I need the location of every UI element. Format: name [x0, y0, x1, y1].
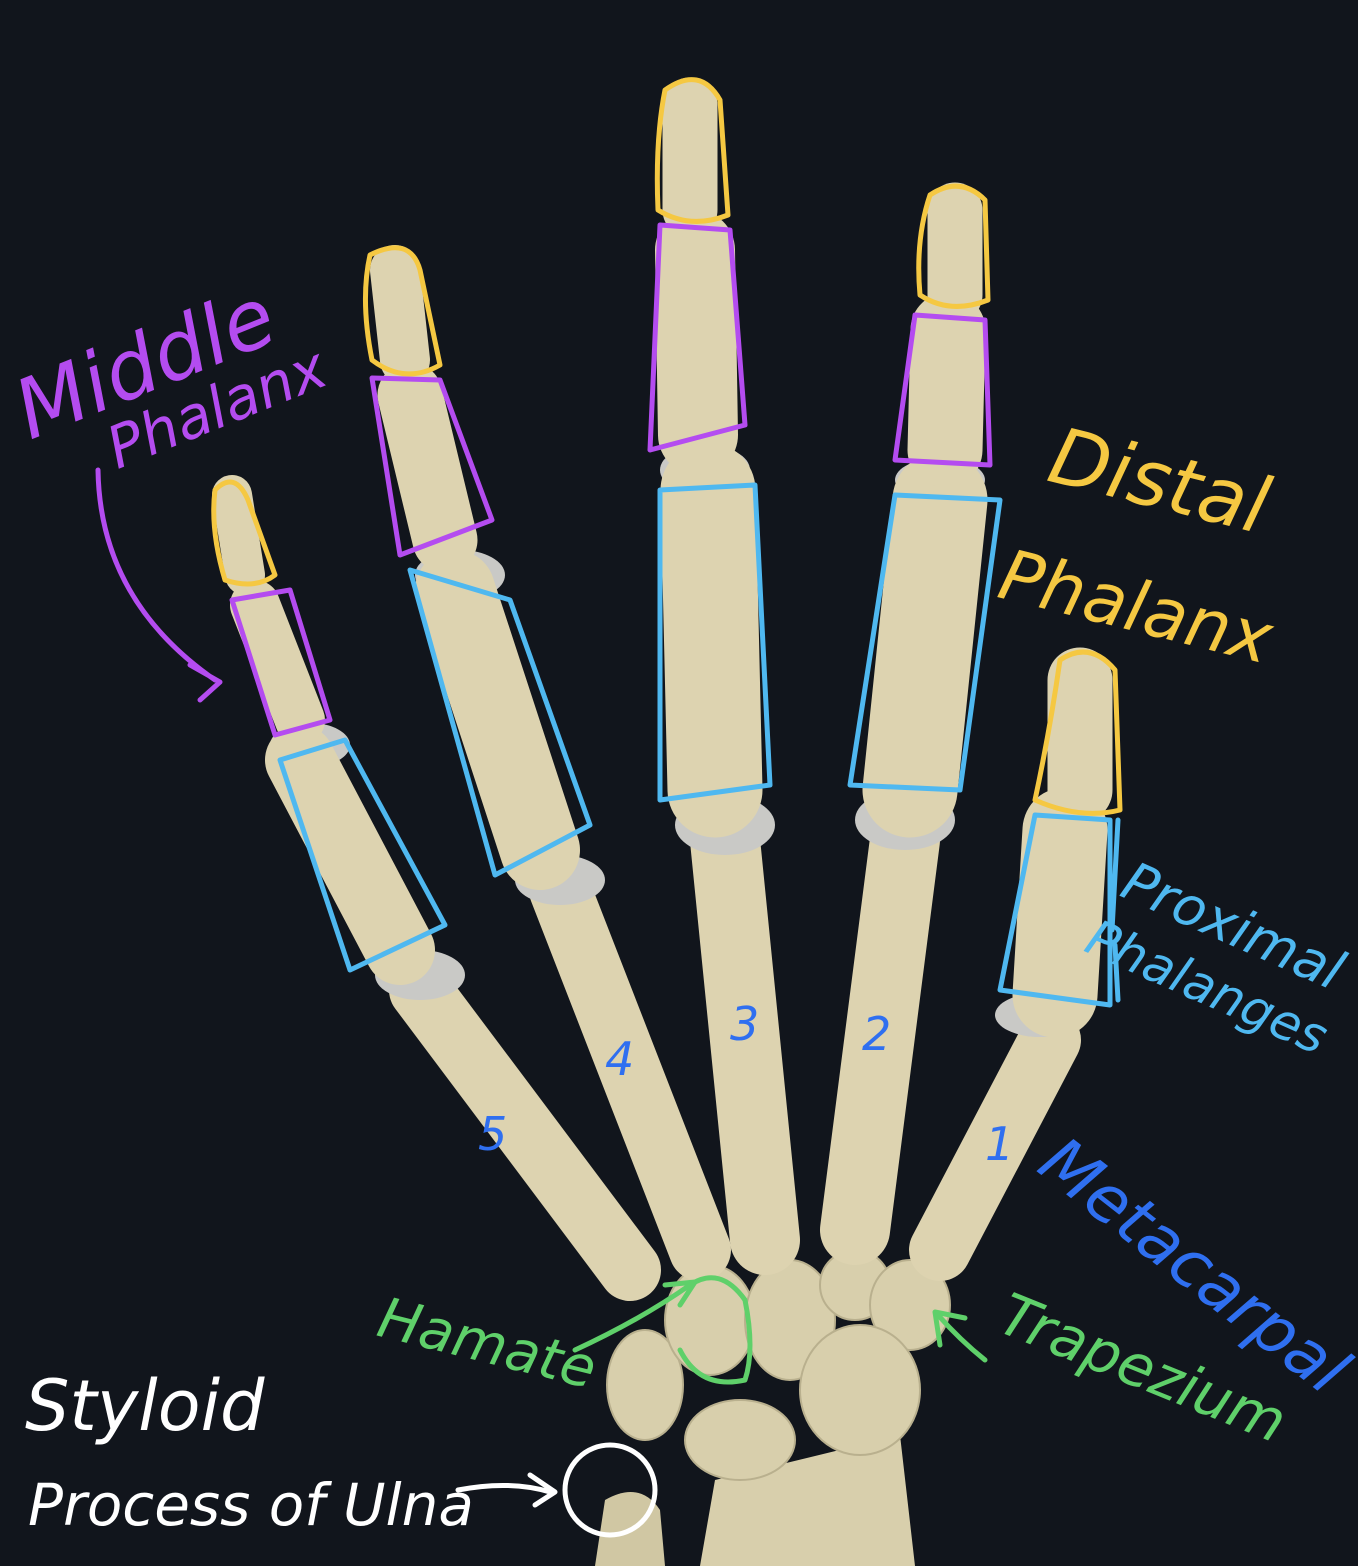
metacarpal-3	[690, 805, 800, 1275]
middle-phalanx-outlines	[229, 222, 993, 738]
proximal-phalanx-4	[415, 550, 580, 890]
label-styloid: Styloid Process of Ulna	[25, 1365, 474, 1539]
metacarpal-number-3: 3	[730, 997, 759, 1051]
proximal-phalanx-1	[1012, 787, 1108, 1038]
metacarpal-2	[820, 805, 940, 1265]
label-middle-phalanx: Middle Phalanx	[2, 269, 337, 482]
middle-phalanx-4	[377, 362, 478, 573]
metacarpal-1	[909, 1009, 1081, 1281]
middle-phalanx-arrow	[95, 467, 223, 703]
metacarpal-number-1: 1	[985, 1117, 1014, 1171]
phalanges	[212, 77, 1113, 1038]
scaphoid	[799, 1324, 921, 1456]
styloid-circle	[562, 1442, 658, 1538]
radius	[700, 1435, 915, 1566]
trapezium	[869, 1259, 951, 1351]
svg-text:Distal: Distal	[1040, 411, 1278, 552]
proximal-phalanx-3	[660, 442, 763, 838]
middle-phalanx-2	[907, 292, 986, 488]
lunate	[684, 1399, 796, 1481]
metacarpal-number-5: 5	[478, 1107, 507, 1161]
label-hamate: Hamate	[372, 1286, 603, 1403]
pisiform-triquetrum	[606, 1329, 684, 1441]
distal-phalanx-4	[370, 245, 430, 385]
proximal-phalanx-2	[862, 452, 988, 838]
distal-phalanx-outlines	[211, 77, 1123, 816]
middle-phalanx-5	[230, 580, 325, 745]
proximal-bracket	[1109, 817, 1121, 1003]
svg-text:Styloid: Styloid	[25, 1365, 265, 1447]
proximal-phalanx-outlines	[277, 482, 1113, 1008]
metacarpals	[389, 805, 1081, 1301]
metacarpal-number-4: 4	[605, 1032, 634, 1086]
trapezium-arrow	[932, 1309, 988, 1363]
label-distal-phalanx: Distal Phalanx	[991, 411, 1281, 680]
svg-text:Process of Ulna: Process of Ulna	[28, 1471, 474, 1539]
distal-phalanx-5	[212, 475, 265, 595]
metacarpal-4	[529, 859, 731, 1281]
carpal-bones	[606, 1249, 951, 1481]
proximal-phalanx-5	[265, 725, 435, 985]
styloid-arrow	[455, 1472, 558, 1508]
metacarpal-number-2: 2	[862, 1007, 891, 1061]
hamate-outline	[677, 1275, 753, 1385]
metacarpal-numbers: 1 2 3 4 5	[478, 997, 1014, 1171]
label-proximal-phalanges: Proximal Phalanges	[1078, 849, 1354, 1066]
svg-text:Phalanx: Phalanx	[991, 533, 1281, 680]
metacarpal-5	[389, 959, 661, 1301]
middle-phalanx-3	[655, 210, 738, 475]
